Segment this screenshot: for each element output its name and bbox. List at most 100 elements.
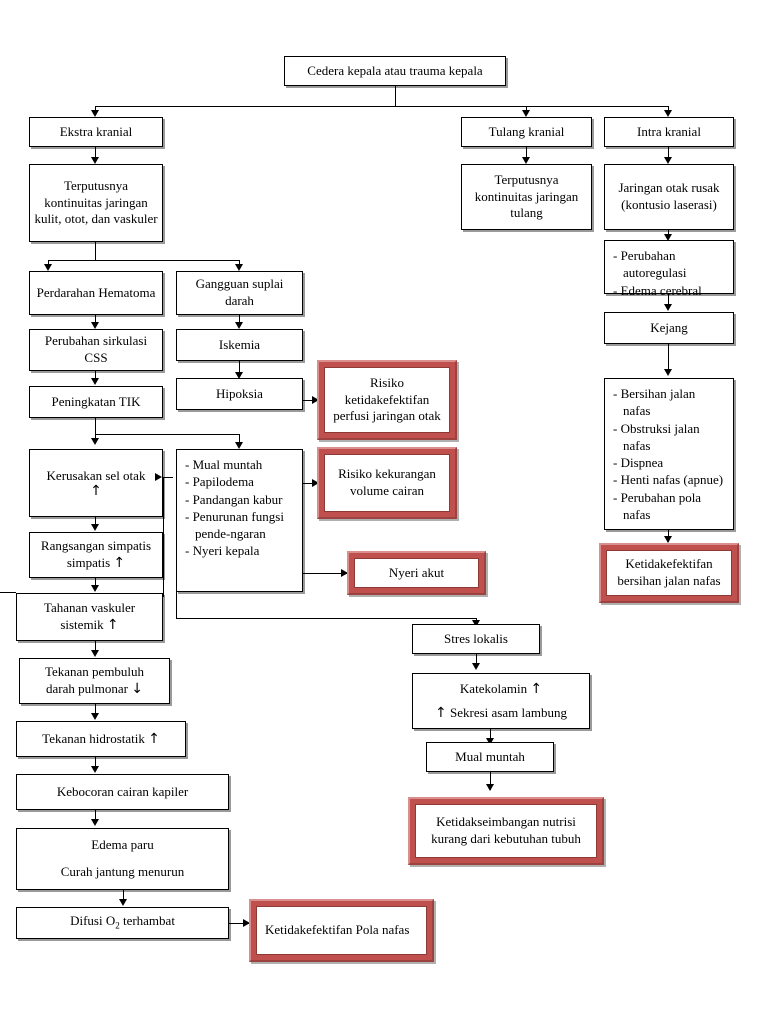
node-rangsangan-simpatis: Rangsangan simpatis simpatis ↑ bbox=[29, 532, 163, 578]
node-hipoksia-label: Hipoksia bbox=[216, 385, 263, 401]
difusi-subscript: 2 bbox=[115, 920, 120, 931]
tekanan-hidrostatik-line: Tekanan hidrostatik ↑ bbox=[42, 731, 160, 748]
outcome-risiko-perfusi: Risiko ketidakefektifan perfusi jaringan… bbox=[317, 360, 457, 440]
outcome-nyeri-akut-label: Nyeri akut bbox=[388, 564, 445, 580]
list-item: - Perubahan autoregulasi bbox=[613, 248, 687, 281]
connector-kejang-to-nafas bbox=[668, 344, 669, 374]
connector-gejala-to-cairan bbox=[303, 483, 319, 484]
arrow-tik-to-kerusakan bbox=[91, 438, 99, 445]
arrow-kejang-to-nafas bbox=[664, 369, 672, 376]
node-jaringan-otak-rusak: Jaringan otak rusak (kontusio laserasi) bbox=[604, 164, 734, 230]
node-katekolamin: Katekolamin ↑ ↑ Sekresi asam lambung bbox=[412, 673, 590, 729]
connector-intra-to-jaringan bbox=[668, 147, 669, 161]
node-difusi-o2: Difusi O2 terhambat bbox=[16, 907, 229, 939]
node-perdarahan-hematoma: Perdarahan Hematoma bbox=[29, 271, 163, 315]
sekresi-up-arrow-icon: ↑ bbox=[435, 704, 447, 721]
node-root: Cedera kepala atau trauma kepala bbox=[284, 56, 506, 86]
node-perubahan-sirkulasi-css: Perubahan sirkulasi CSS bbox=[29, 329, 163, 371]
node-kebocoran-kapiler-label: Kebocoran cairan kapiler bbox=[56, 783, 189, 799]
rangsangan-up-arrow-icon: ↑ bbox=[113, 555, 126, 571]
arrow-kebocoran-to-edema bbox=[91, 819, 99, 826]
node-terputusnya-kulit: Terputusnya kontinuitas jaringan kulit, … bbox=[29, 164, 163, 242]
connector-kulit-bus-left bbox=[48, 260, 49, 266]
node-terputusnya-tulang-label: Terputusnya kontinuitas jaringan tulang bbox=[474, 171, 579, 221]
node-intra-kranial-label: Intra kranial bbox=[637, 123, 701, 139]
list-item: - Nyeri kepala bbox=[185, 543, 260, 559]
arrow-kerusakan-to-rangsangan bbox=[91, 524, 99, 531]
connector-branch-left bbox=[95, 106, 96, 112]
node-stres-lokalis-label: Stres lokalis bbox=[444, 630, 508, 646]
node-kerusakan-sel-otak-label: Kerusakan sel otak bbox=[46, 467, 146, 483]
node-terputusnya-tulang: Terputusnya kontinuitas jaringan tulang bbox=[461, 164, 592, 230]
list-item: - Papilodema bbox=[185, 474, 254, 490]
difusi-suffix: terhambat bbox=[119, 913, 175, 929]
node-nafas-list: - Bersihan jalan nafas - Obstruksi jalan… bbox=[604, 378, 734, 530]
node-peningkatan-tik-label: Peningkatan TIK bbox=[51, 393, 141, 409]
katekolamin-stack: Katekolamin ↑ ↑ Sekresi asam lambung bbox=[417, 681, 585, 722]
connector-root-down bbox=[395, 86, 396, 106]
arrow-ekstra-to-terputusnya bbox=[91, 157, 99, 164]
connector-perdarahan-to-sirkulasi bbox=[95, 315, 96, 327]
connector-stres-bus bbox=[176, 618, 476, 619]
connector-rangsangan-to-tahanan bbox=[95, 578, 96, 590]
node-stres-lokalis: Stres lokalis bbox=[412, 624, 540, 654]
connector-hidrostatik-to-kebocoran bbox=[95, 757, 96, 771]
outcome-ketidakefektifan-pola-nafas-inner: Ketidakefektifan Pola nafas bbox=[256, 906, 427, 955]
node-rangsangan-simpatis-label: Rangsangan simpatis bbox=[40, 538, 152, 554]
arrow-sirkulasi-to-tik bbox=[91, 378, 99, 385]
connector-tik-bus-right bbox=[239, 434, 240, 446]
arrow-katekolamin-to-mual bbox=[486, 738, 494, 745]
arrow-hidrostatik-to-kebocoran bbox=[91, 766, 99, 773]
node-tulang-kranial: Tulang kranial bbox=[461, 117, 592, 147]
arrow-autoregulasi-to-kejang bbox=[664, 304, 672, 311]
arrow-rangsangan-to-tahanan bbox=[91, 585, 99, 592]
node-tahanan-vaskuler: Tahanan vaskuler sistemik ↑ bbox=[16, 593, 163, 641]
connector-gejala-to-nyeri bbox=[303, 573, 348, 574]
arrow-feedback-to-kerusakan bbox=[155, 473, 162, 481]
node-edema-paru: Edema paru Curah jantung menurun bbox=[16, 828, 229, 890]
outcome-nyeri-akut: Nyeri akut bbox=[347, 551, 486, 595]
outcome-ketidakseimbangan-nutrisi-label: Ketidakseimbangan nutrisi kurang dari ke… bbox=[431, 814, 581, 846]
arrow-mual-to-nutrisi bbox=[486, 784, 494, 791]
arrow-pembuluh-to-hidrostatik bbox=[91, 713, 99, 720]
list-item: - Obstruksi jalan nafas bbox=[613, 420, 703, 453]
arrow-hipoksia-to-perfusi bbox=[312, 396, 319, 404]
katekolamin-line1: Katekolamin ↑ bbox=[460, 681, 542, 698]
list-item: - Mual muntah bbox=[185, 457, 263, 472]
node-kerusakan-sel-otak: Kerusakan sel otak ↑ bbox=[29, 449, 163, 517]
node-perubahan-sirkulasi-css-label: Perubahan sirkulasi CSS bbox=[44, 333, 148, 365]
list-item: - Edema cerebral bbox=[613, 282, 702, 298]
node-jaringan-otak-rusak-label: Jaringan otak rusak (kontusio laserasi) bbox=[618, 180, 720, 212]
katekolamin-up-arrow-icon: ↑ bbox=[530, 680, 543, 697]
node-tekanan-hidrostatik: Tekanan hidrostatik ↑ bbox=[16, 721, 186, 757]
connector-branch-bus bbox=[95, 106, 668, 107]
node-perubahan-autoregulasi: - Perubahan autoregulasi - Edema cerebra… bbox=[604, 240, 734, 298]
tahanan-up-arrow-icon: ↑ bbox=[106, 617, 119, 633]
edema-stack: Edema paru Curah jantung menurun bbox=[21, 837, 224, 881]
nafas-list: - Bersihan jalan nafas - Obstruksi jalan… bbox=[613, 385, 725, 523]
arrow-stres-to-katekolamin bbox=[472, 663, 480, 670]
connector-autoregulasi-to-kejang bbox=[668, 294, 669, 308]
node-gangguan-suplai-darah-label: Gangguan suplai darah bbox=[195, 276, 284, 308]
connector-tik-bus bbox=[95, 434, 239, 435]
connector-kebocoran-to-edema bbox=[95, 810, 96, 824]
connector-edema-to-difusi bbox=[123, 890, 124, 904]
list-item: - Perubahan pola nafas bbox=[613, 489, 705, 522]
katekolamin-line2: ↑ Sekresi asam lambung bbox=[435, 705, 567, 722]
tekanan-pembuluh-down-arrow-icon: ↓ bbox=[131, 681, 143, 697]
outcome-ketidakefektifan-pola-nafas-label: Ketidakefektifan Pola nafas bbox=[265, 922, 410, 938]
arrow-tulang-to-terputusnya bbox=[522, 157, 530, 164]
node-tekanan-pembuluh-label: Tekanan pembuluh bbox=[44, 664, 145, 680]
rangsangan-line2: simpatis ↑ bbox=[67, 555, 125, 572]
node-ekstra-kranial: Ekstra kranial bbox=[29, 117, 163, 147]
node-mual-muntah: Mual muntah bbox=[426, 742, 554, 772]
list-item: - Bersihan jalan nafas bbox=[613, 386, 699, 419]
node-ekstra-kranial-label: Ekstra kranial bbox=[59, 123, 133, 139]
arrow-edema-to-difusi bbox=[119, 899, 127, 906]
gejala-list: - Mual muntah - Papilodema - Pandangan k… bbox=[185, 456, 294, 560]
node-sekresi-asam-label: Sekresi asam lambung bbox=[450, 704, 567, 720]
arrow-gangguan-to-iskemia bbox=[235, 322, 243, 329]
outcome-risiko-perfusi-inner: Risiko ketidakefektifan perfusi jaringan… bbox=[324, 367, 450, 433]
kerusakan-stack: Kerusakan sel otak ↑ bbox=[34, 468, 158, 499]
tekanan-pembuluh-line2: darah pulmonar ↓ bbox=[46, 681, 143, 698]
